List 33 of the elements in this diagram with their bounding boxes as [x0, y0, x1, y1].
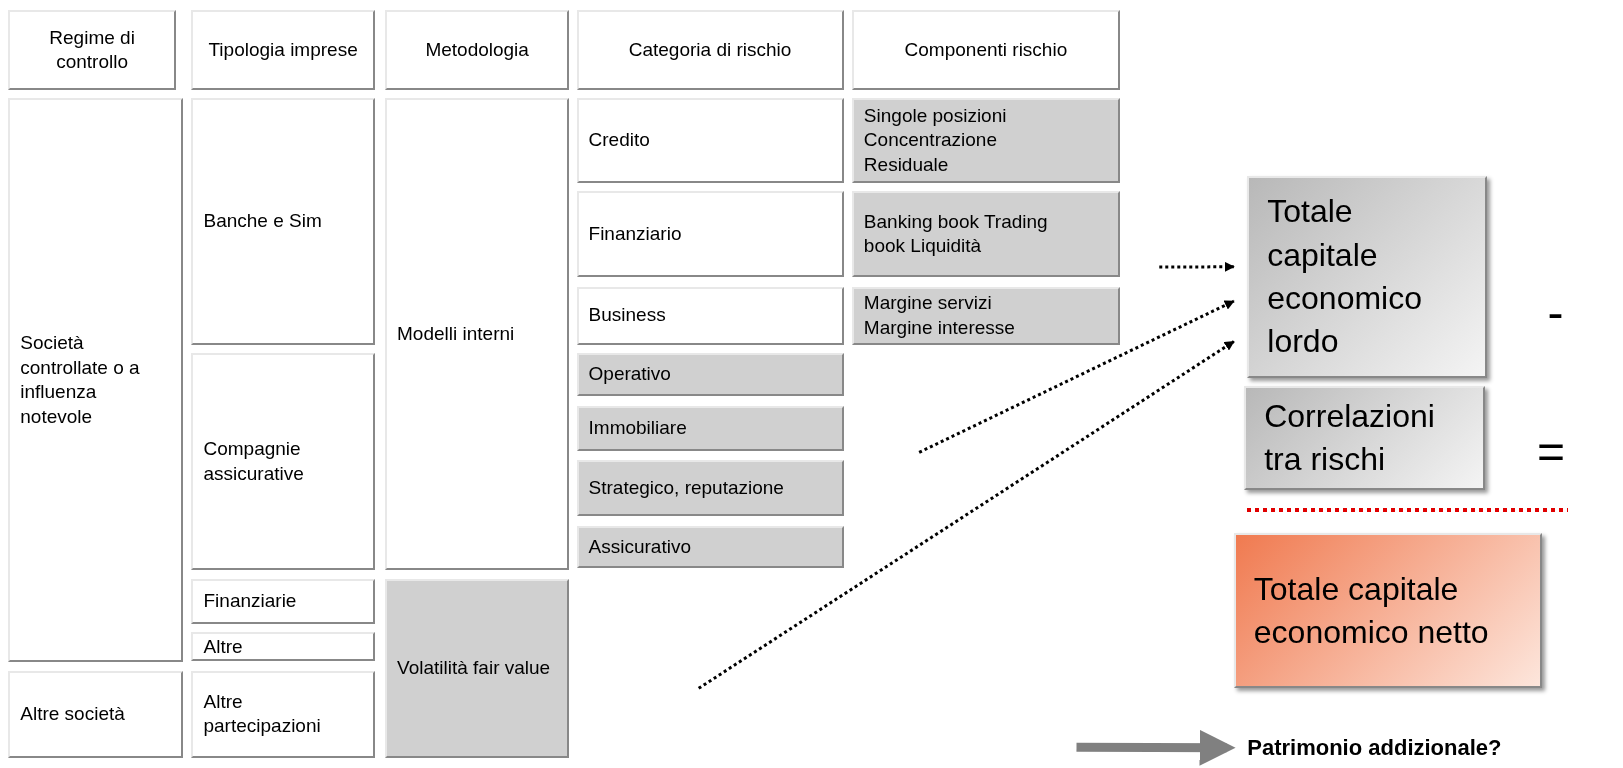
table-cell-box: Banking book Trading book Liquidità: [851, 191, 1120, 278]
table-cell-box: Singole posizioni Concentrazione Residuale: [851, 98, 1120, 184]
table-cell-box: Finanziario: [576, 191, 844, 278]
operator-sign: -: [1547, 284, 1564, 340]
arrow: [1076, 729, 1236, 766]
table-cell-box: Categoria di rischio: [576, 10, 844, 91]
table-cell-box: Business: [576, 286, 844, 345]
arrow: [1159, 261, 1235, 272]
operator-sign: =: [1537, 424, 1566, 480]
table-cell-box: Altre partecipazioni: [191, 670, 375, 758]
arrow: [918, 299, 1235, 454]
table-cell-box: Credito: [576, 98, 844, 184]
table-cell-box: Altre: [191, 632, 375, 662]
table-cell-box: Componenti rischio: [851, 10, 1120, 91]
table-cell-box: Banche e Sim: [191, 98, 375, 345]
table-cell-box: Immobiliare: [576, 405, 844, 452]
result-box: Totale capitale economico netto: [1233, 533, 1543, 689]
table-cell-box: Operativo: [576, 352, 844, 397]
table-cell-box: Società controllate o a influenza notevole: [8, 98, 184, 663]
table-cell-box: Finanziarie: [191, 578, 375, 625]
table-cell-box: Volatilità fair value: [385, 578, 570, 758]
table-cell-box: Metodologia: [385, 10, 570, 91]
table-cell-box: Margine servizi Margine interesse: [851, 286, 1120, 345]
arrow: [697, 340, 1235, 690]
table-cell-box: Regime di controllo: [8, 10, 176, 91]
table-cell-box: Compagnie assicurative: [191, 352, 375, 571]
table-cell-box: Strategico, reputazione: [576, 459, 844, 517]
table-cell-box: Modelli interni: [385, 98, 570, 571]
table-cell-box: Altre società: [8, 670, 184, 758]
table-cell-box: Tipologia imprese: [191, 10, 375, 91]
result-box: Totale capitale economico lordo: [1247, 175, 1488, 378]
result-box: Correlazioni tra rischi: [1244, 386, 1486, 490]
table-cell-box: Assicurativo: [576, 525, 844, 569]
